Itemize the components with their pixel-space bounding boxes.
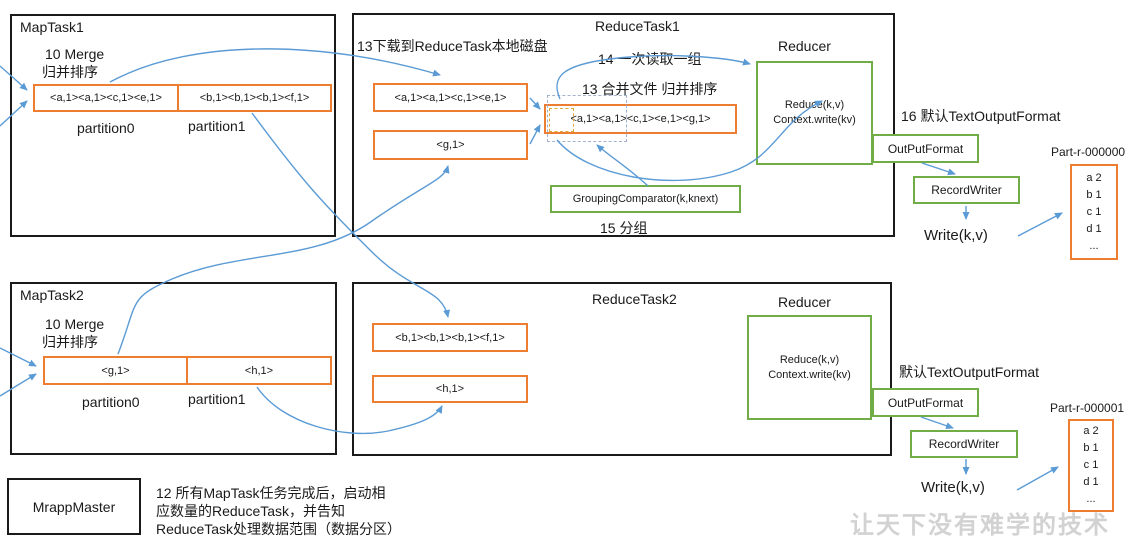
reducer1-title: Reducer — [778, 38, 831, 54]
reducetask1-title: ReduceTask1 — [595, 18, 680, 34]
pipeline2-format-note: 默认TextOutputFormat — [899, 364, 1040, 380]
maptask2-partition1-data: <h,1> — [186, 356, 332, 385]
reducetask1-read-group-label: 14 一次读取一组 — [598, 51, 702, 67]
maptask2-title: MapTask2 — [20, 287, 84, 303]
reducer1-box: Reduce(k,v) Context.write(kv) — [756, 61, 873, 165]
reducetask2-spill0-data: <b,1><b,1><b,1><f,1> — [372, 323, 528, 352]
reducer2-context-write-call: Context.write(kv) — [768, 368, 851, 381]
reducer1-context-write-call: Context.write(kv) — [773, 114, 856, 126]
reducer2-title: Reducer — [778, 294, 831, 310]
pipeline1-file-name: Part-r-000000 — [1051, 145, 1126, 159]
pipeline2-outputformat-box: OutPutFormat — [872, 388, 979, 417]
pipeline1-output-file: a 2 b 1 c 1 d 1 ... — [1070, 164, 1118, 260]
maptask2-partition0-label: partition0 — [82, 394, 140, 410]
maptask1-partition0-label: partition0 — [77, 120, 135, 136]
grouping-comparator-box: GroupingComparator(k,knext) — [550, 185, 741, 213]
maptask1-partition0-data: <a,1><a,1><c,1><e,1> — [33, 84, 179, 112]
maptask2-partition0-data: <g,1> — [43, 356, 188, 385]
reducer1-reduce-call: Reduce(k,v) — [784, 99, 845, 111]
pipeline2-file-name: Part-r-000001 — [1050, 401, 1125, 415]
reducetask2-spill1-data: <h,1> — [372, 375, 528, 403]
pipeline2-recordwriter-box: RecordWriter — [910, 430, 1018, 458]
maptask2-sort-label: 归并排序 — [42, 334, 98, 350]
pipeline1-format-note: 16 默认TextOutputFormat — [901, 108, 1061, 124]
maptask1-merge-label: 10 Merge — [45, 46, 105, 62]
pipeline2-output-file: a 2 b 1 c 1 d 1 ... — [1068, 419, 1114, 512]
reducer2-box: Reduce(k,v) Context.write(kv) — [747, 315, 872, 420]
maptask2-merge-label: 10 Merge — [45, 316, 105, 332]
pipeline1-recordwriter-box: RecordWriter — [913, 176, 1020, 204]
reducetask1-spill0-data: <a,1><a,1><c,1><e,1> — [373, 83, 528, 112]
reducetask1-spill1-data: <g,1> — [373, 130, 528, 160]
reducetask1-grouping-label: 15 分组 — [600, 220, 648, 236]
maptask1-partition1-label: partition1 — [188, 118, 246, 134]
pipeline1-write-label: Write(k,v) — [924, 227, 988, 244]
pipeline1-outputformat-box: OutPutFormat — [872, 134, 979, 163]
watermark-text: 让天下没有难学的技术 — [850, 510, 1110, 539]
maptask1-partition1-data: <b,1><b,1><b,1><f,1> — [177, 84, 332, 112]
appmaster-note: 12 所有MapTask任务完成后，启动相 应数量的ReduceTask，并告知… — [156, 485, 402, 537]
reducetask2-title: ReduceTask2 — [592, 291, 677, 307]
reducer2-reduce-call: Reduce(k,v) — [779, 353, 840, 366]
maptask1-sort-label: 归并排序 — [42, 64, 98, 80]
reducetask1-download-label: 13下载到ReduceTask本地磁盘 — [357, 38, 548, 54]
appmaster-box: MrappMaster — [7, 478, 141, 535]
maptask1-title: MapTask1 — [20, 19, 84, 35]
current-group-dashed-box — [549, 108, 574, 132]
maptask2-partition1-label: partition1 — [188, 391, 246, 407]
pipeline2-write-label: Write(k,v) — [921, 479, 985, 496]
